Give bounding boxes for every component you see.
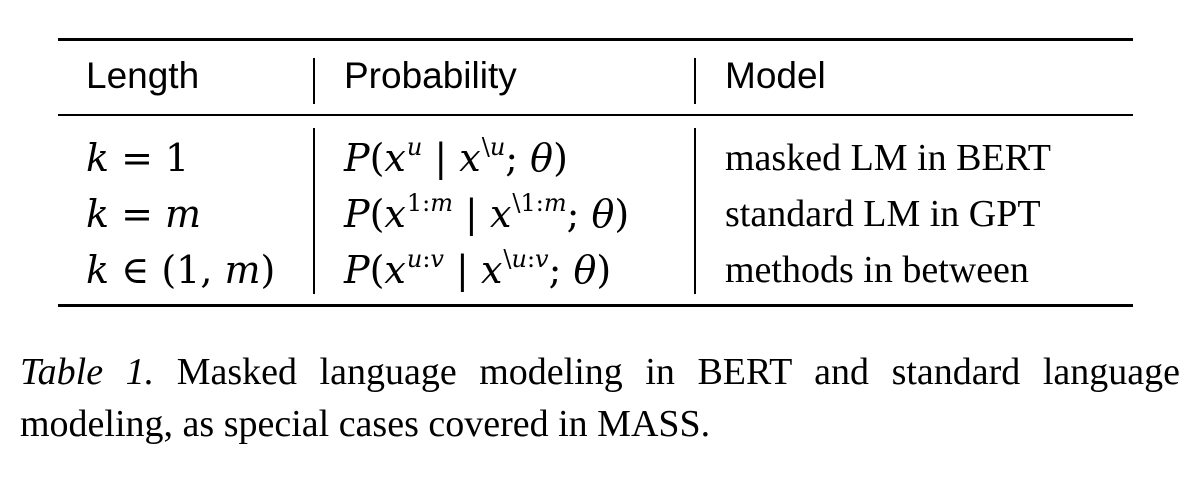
- table-row: k ∈ (1, m) P(xu:v | x\u:v; θ) methods in…: [58, 242, 1133, 298]
- caption-label: Table 1.: [20, 351, 155, 393]
- caption-text: Masked language modeling in BERT and sta…: [20, 351, 1181, 445]
- length-cell: k = 1: [86, 130, 189, 186]
- column-divider: [313, 58, 315, 104]
- table-bottom-rule: [58, 304, 1133, 307]
- table-row: k = 1 P(xu | x\u; θ) masked LM in BERT: [58, 130, 1133, 186]
- probability-cell: P(x1:m | x\1:m; θ): [344, 186, 629, 247]
- header-probability: Probability: [344, 55, 517, 96]
- header-length: Length: [86, 55, 200, 96]
- probability-cell: P(xu:v | x\u:v; θ): [344, 242, 611, 303]
- table-caption: Table 1. Masked language modeling in BER…: [20, 346, 1180, 450]
- table-row: k = m P(x1:m | x\1:m; θ) standard LM in …: [58, 186, 1133, 242]
- model-cell: masked LM in BERT: [725, 137, 1051, 179]
- probability-formula: P(xu:v | x\u:v; θ): [344, 245, 612, 292]
- probability-cell: P(xu | x\u; θ): [344, 130, 568, 191]
- column-divider: [694, 128, 696, 294]
- length-formula: k = m: [86, 192, 202, 236]
- length-cell: k ∈ (1, m): [86, 242, 275, 298]
- probability-formula: P(xu | x\u; θ): [344, 133, 568, 180]
- column-divider: [694, 58, 696, 104]
- model-cell: methods in between: [725, 249, 1029, 291]
- table-header-rule: [58, 114, 1133, 116]
- header-model: Model: [725, 55, 826, 96]
- length-cell: k = m: [86, 186, 201, 242]
- length-formula: k ∈ (1, m): [86, 248, 276, 292]
- probability-formula: P(x1:m | x\1:m; θ): [344, 189, 630, 236]
- model-cell: standard LM in GPT: [725, 193, 1041, 235]
- table-top-rule: [58, 38, 1133, 41]
- length-formula: k = 1: [86, 136, 190, 180]
- column-divider: [313, 128, 315, 294]
